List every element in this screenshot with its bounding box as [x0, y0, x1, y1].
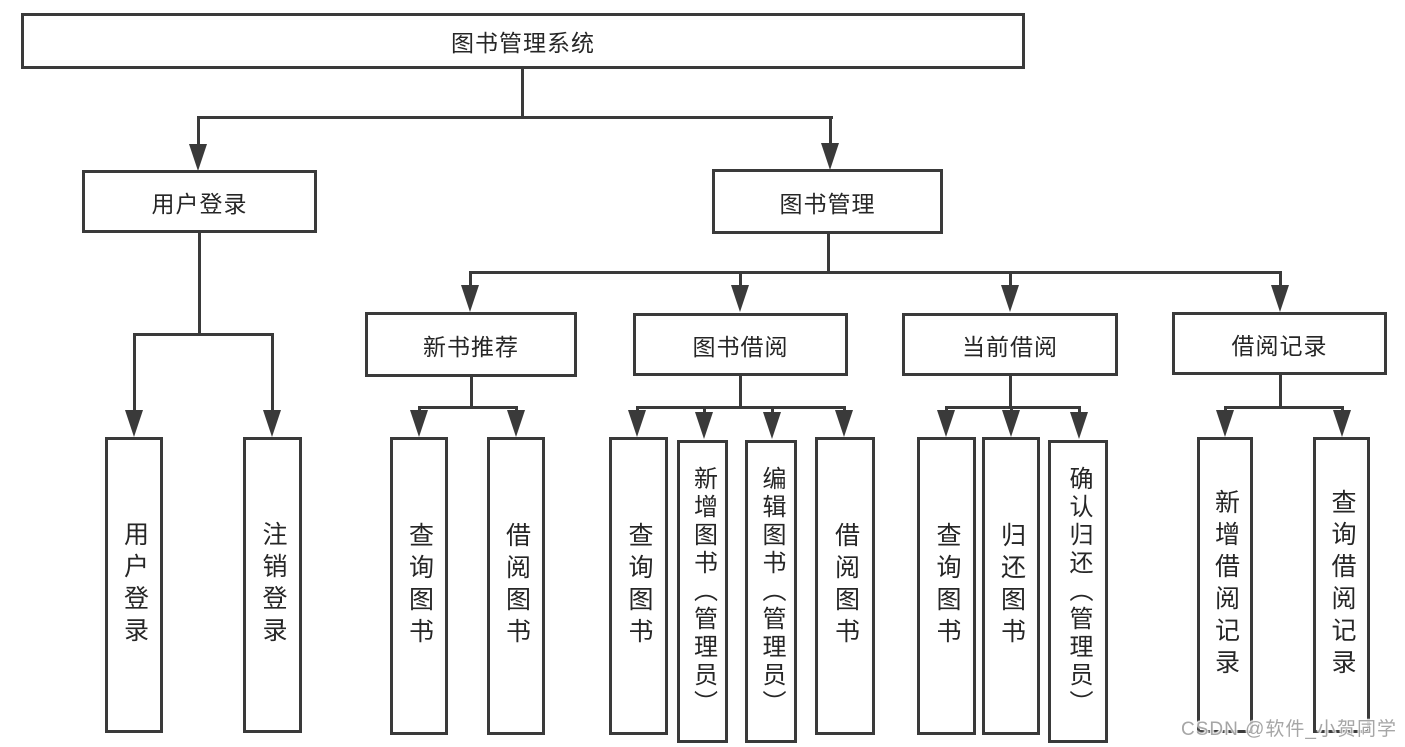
connector-new-book-bar [418, 406, 518, 409]
leaf-add-borrow-record: 新增借阅记录 [1197, 437, 1253, 733]
connector-borrow-record-bar [1224, 406, 1344, 409]
leaf-user-login: 用户登录 [105, 437, 163, 733]
connector-book-borrow-stem [739, 376, 742, 408]
arrow-down-icon [1001, 285, 1019, 312]
node-book-borrow: 图书借阅 [633, 313, 848, 376]
leaf-query-borrow-record: 查询借阅记录 [1313, 437, 1370, 733]
leaf-query-book-2: 查询图书 [609, 437, 668, 735]
leaf-logout: 注销登录 [243, 437, 302, 733]
connector-root-stem [521, 68, 524, 119]
connector-leaf-stub [1009, 271, 1012, 288]
arrow-down-icon [263, 410, 281, 437]
connector-user-login-stem [198, 233, 201, 335]
connector-leaf-stub [703, 406, 706, 414]
arrow-down-icon [125, 410, 143, 437]
leaf-add-book-admin: 新增图书（管理员） [677, 440, 728, 743]
arrow-down-icon [461, 285, 479, 312]
connector-book-mgmt-stem [827, 234, 830, 274]
arrow-down-icon [1070, 412, 1088, 439]
node-book-management: 图书管理 [712, 169, 943, 234]
connector-level1-bar [197, 116, 833, 119]
arrow-down-icon [695, 412, 713, 439]
connector-user-login-bar [133, 333, 274, 336]
connector-leaf-stub [771, 406, 774, 414]
connector-leaf-stub [133, 333, 136, 412]
connector-borrow-record-stem [1279, 375, 1282, 408]
arrow-down-icon [731, 285, 749, 312]
connector-current-borrow-bar [945, 406, 1081, 409]
node-borrow-record: 借阅记录 [1172, 312, 1387, 375]
arrow-down-icon [1333, 410, 1351, 437]
leaf-return-book: 归还图书 [982, 437, 1040, 735]
arrow-down-icon [821, 143, 839, 170]
connector-book-borrow-bar [636, 406, 846, 409]
leaf-borrow-book-2: 借阅图书 [815, 437, 875, 735]
connector-new-book-stem [470, 377, 473, 408]
watermark: CSDN @软件_小贺同学 [1181, 719, 1397, 740]
leaf-confirm-return-admin: 确认归还（管理员） [1048, 440, 1108, 743]
node-current-borrow: 当前借阅 [902, 313, 1118, 376]
node-library-management-system: 图书管理系统 [21, 13, 1025, 69]
arrow-down-icon [189, 144, 207, 171]
connector-leaf-stub [469, 271, 472, 288]
connector-current-borrow-stem [1009, 376, 1012, 408]
connector-leaf-stub [1279, 271, 1282, 288]
connector-leaf-stub [1078, 406, 1081, 414]
connector-user-login-stub [197, 116, 200, 146]
leaf-query-book-3: 查询图书 [917, 437, 976, 735]
arrow-down-icon [410, 410, 428, 437]
arrow-down-icon [507, 410, 525, 437]
node-new-book-recommend: 新书推荐 [365, 312, 577, 377]
arrow-down-icon [1002, 410, 1020, 437]
arrow-down-icon [835, 410, 853, 437]
arrow-down-icon [763, 412, 781, 439]
connector-leaf-stub [739, 271, 742, 288]
leaf-query-book-1: 查询图书 [390, 437, 448, 735]
connector-leaf-stub [271, 333, 274, 412]
connector-book-mgmt-stub [829, 116, 832, 145]
arrow-down-icon [628, 410, 646, 437]
arrow-down-icon [937, 410, 955, 437]
arrow-down-icon [1271, 285, 1289, 312]
leaf-edit-book-admin: 编辑图书（管理员） [745, 440, 797, 743]
arrow-down-icon [1216, 410, 1234, 437]
node-user-login: 用户登录 [82, 170, 317, 233]
connector-level2-bar [469, 271, 1282, 274]
leaf-borrow-book-1: 借阅图书 [487, 437, 545, 735]
